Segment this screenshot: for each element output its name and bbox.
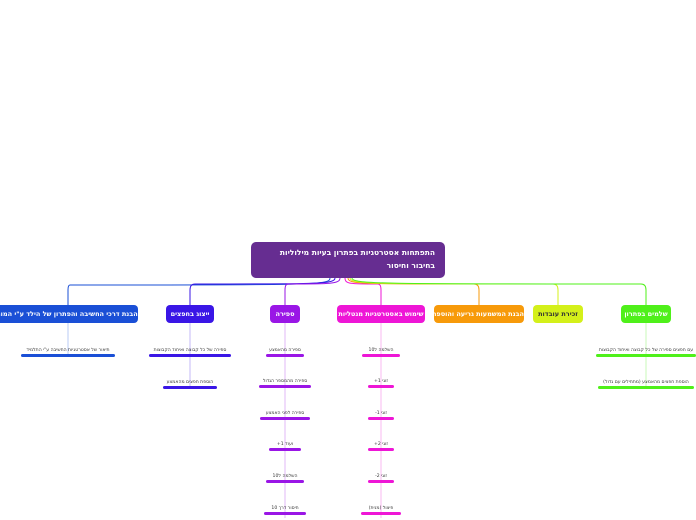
leaf-b3-2[interactable]: ספירה מהמספר הגדול [259,378,311,388]
leaf-b4-1[interactable]: השלמה ל10 [362,347,400,357]
leaf-label: ספירה של כל קבוצה ואיחוד הקבוצות [153,348,227,353]
leaf-b2-1[interactable]: ספירה של כל קבוצה ואיחוד הקבוצות [149,347,231,357]
leaf-b4-5[interactable]: זוגי 2- [368,473,394,483]
leaf-label: עם חפצים ספירה של כל קבוצה ואיחוד הקבוצו… [598,348,694,353]
leaf-b7-1[interactable]: עם חפצים ספירה של כל קבוצה ואיחוד הקבוצו… [596,347,696,357]
connector-b3 [284,277,341,305]
leaf-label: ועוד 1+ [276,442,294,447]
branch-meaning-add-subtract[interactable]: הבנת המשמעות גריעה והוספה [432,305,524,323]
leaf-label: השלמה ל10 [272,474,298,479]
leaf-label: תיאור של אסטרטגיות החשיבה ע"י התלמיד [26,348,110,353]
leaf-b2-2[interactable]: הוספת חפצים מהאמצע [163,379,217,389]
leaf-b1-1[interactable]: תיאור של אסטרטגיות החשיבה ע"י התלמיד [21,347,115,357]
branch-counting[interactable]: ספירה [270,305,300,323]
leaf-b4-6[interactable]: פיצול (מנית) [361,505,401,515]
central-topic[interactable]: התפתחות אסטרטגיות בפתרון בעיות מילוליות … [251,242,445,278]
branch-whole-numbers[interactable]: שלמים בפתרון [621,305,671,323]
leaf-label: ספירה לפני האמצע [265,411,305,416]
leaf-label: זוגי 2+ [373,442,389,447]
leaf-label: ספירה מהמספר הגדול [262,379,308,384]
connector-b7 [351,277,647,305]
leaf-b3-6[interactable]: חיסור דרך 10 [264,505,306,515]
leaf-label: פיצול (מנית) [368,506,394,511]
branch-teacher-understanding[interactable]: הבנת דרכי החשיבה והפתרון של הילד ע"י המו… [0,305,138,323]
connector-b2 [189,277,336,305]
leaf-b3-1[interactable]: ספירה מהאמצע [266,347,304,357]
leaf-label: זוגי 2- [375,474,387,479]
leaf-b3-3[interactable]: ספירה לפני האמצע [260,410,310,420]
leaf-b4-4[interactable]: זוגי 2+ [368,441,394,451]
leaf-label: הוספת חפצים מהאמצע [166,380,214,385]
leaf-b3-4[interactable]: ועוד 1+ [269,441,301,451]
leaf-label: השלמה ל10 [368,348,394,353]
leaf-b3-5[interactable]: השלמה ל10 [266,473,304,483]
leaf-label: זוגי 1+ [373,379,389,384]
leaf-label: הוספת חפצים מהאמצע (מתחילים עם גדול) [603,380,689,385]
branch-facts-recall[interactable]: זכירת עובדות [533,305,583,323]
leaf-b4-2[interactable]: זוגי 1+ [368,378,394,388]
leaf-label: חיסור דרך 10 [271,506,299,511]
connector-b1 [67,277,331,305]
leaf-b7-2[interactable]: הוספת חפצים מהאמצע (מתחילים עם גדול) [598,379,694,389]
leaf-label: ספירה מהאמצע [269,348,301,353]
branch-objects[interactable]: ייצוג בחפצים [166,305,214,323]
leaf-label: זוגי 1- [375,411,387,416]
branch-mental-strategies[interactable]: שימוש באסטרטגיות מנטליות [337,305,425,323]
leaf-b4-3[interactable]: זוגי 1- [368,410,394,420]
